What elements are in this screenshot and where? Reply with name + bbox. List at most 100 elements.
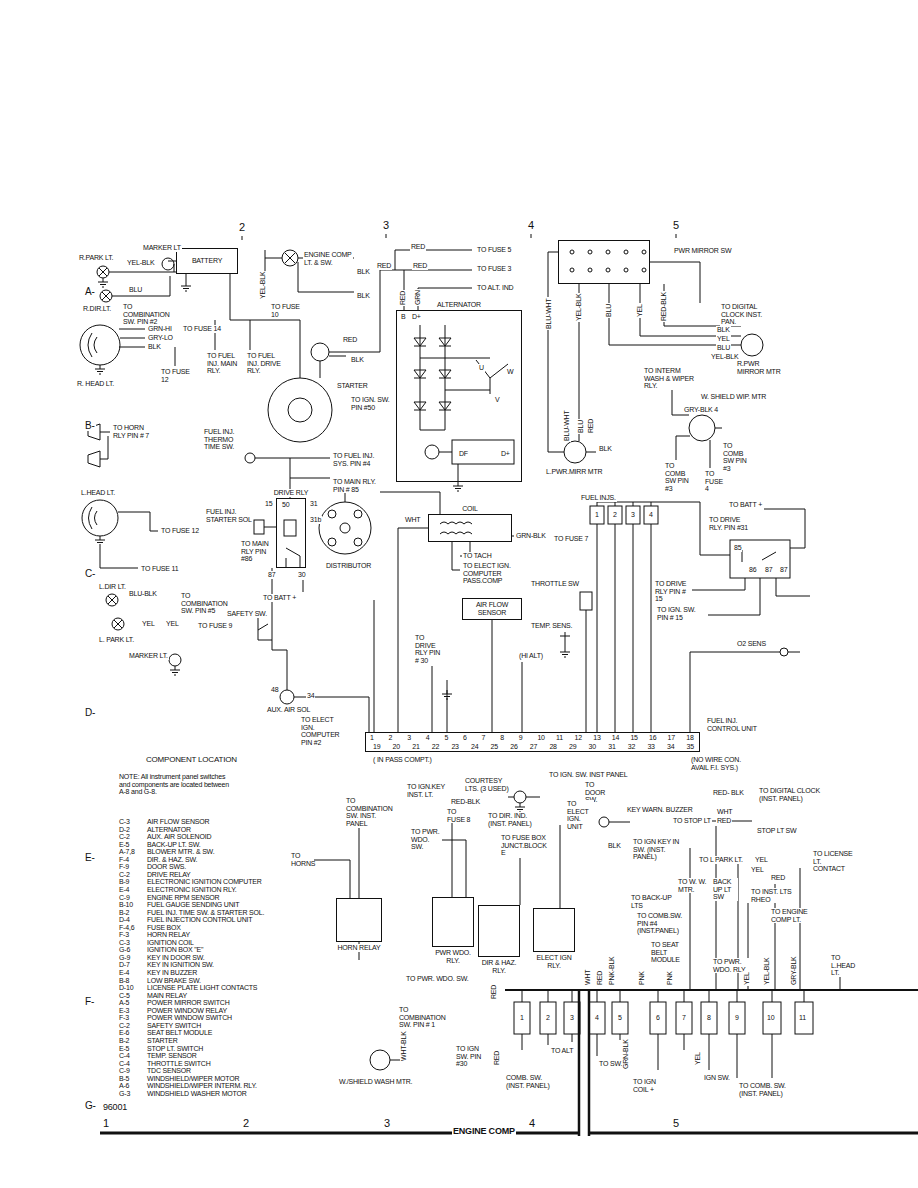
callout-label: B- xyxy=(84,420,96,431)
pin-number: 2 xyxy=(545,1014,551,1022)
wire-color: PNK xyxy=(666,970,674,986)
grounds xyxy=(95,536,105,545)
callout-label: E-4 xyxy=(118,969,130,977)
pin-number: 4 xyxy=(528,1117,536,1129)
pin-number: 27 xyxy=(529,743,538,751)
callout-label: COURTESY LTS. (3 USED) xyxy=(464,777,512,792)
pin-number: 96001 xyxy=(102,1103,128,1113)
callout-label: TO FUSE 7 xyxy=(553,535,589,543)
callout-label: COMB. SW. (INST. PANEL) xyxy=(505,1074,553,1089)
callout-label: L.HEAD LT. xyxy=(80,489,116,497)
wires xyxy=(320,356,346,378)
wires xyxy=(311,343,329,361)
connector-blocks xyxy=(522,990,804,1002)
callout-label: TO DRIVE RLY PIN # 15 xyxy=(654,580,692,603)
callout-label: TO MAIN RLY PIN #86 xyxy=(240,540,272,563)
callout-label: TO IGN.KEY INST. LT. xyxy=(406,783,448,798)
pin-number: 9 xyxy=(734,1014,740,1022)
callout-label: TO FUEL INJ. MAIN RLY. xyxy=(206,352,244,375)
callout-label: WHT xyxy=(716,808,733,816)
wire-color: GRN xyxy=(414,289,422,306)
callout-label: BLK xyxy=(147,343,162,351)
pin-number: 11 xyxy=(555,734,564,742)
callout-label: WINDSHIELD WASHER MOTOR xyxy=(146,1090,248,1098)
callout-label: TO COMBINATION SW. PIN # 1 xyxy=(398,1006,446,1029)
wires xyxy=(319,502,371,554)
pin-number: 19 xyxy=(372,743,381,751)
callout-label: RED xyxy=(770,874,786,882)
wires xyxy=(112,276,170,296)
wires xyxy=(420,325,490,430)
callout-label: FUEL GAUGE SENDING UNIT xyxy=(146,901,240,909)
callout-label: TO SW. xyxy=(598,1060,623,1068)
callout-label: BLU xyxy=(128,286,143,294)
callout-label: TO L.HEAD LT. xyxy=(830,954,858,977)
pin-number: 31 xyxy=(607,743,616,751)
pin-number: 86 xyxy=(748,566,757,574)
lamps xyxy=(80,325,120,365)
callout-label: TO IGN COIL + xyxy=(632,1078,664,1093)
callout-label: GRN-BLK xyxy=(515,532,547,540)
callout-label: TO HORNS xyxy=(290,852,314,867)
pin-number: 48 xyxy=(270,686,279,694)
callout-label: DF xyxy=(458,450,469,458)
pin-number: 50 xyxy=(281,501,290,509)
connector-blocks xyxy=(701,1002,717,1034)
lamps xyxy=(106,594,118,606)
callout-label: MARKER LT. xyxy=(128,652,169,660)
callout-label: E-3 xyxy=(118,1007,130,1015)
callout-label: TO ELECT IGN. COMPUTER PASS.COMP xyxy=(462,562,520,585)
wires xyxy=(328,538,336,546)
callout-label: TO MAIN RLY. PIN # 85 xyxy=(332,478,380,493)
callout-label: THROTTLE SWITCH xyxy=(146,1060,212,1068)
frame-lines xyxy=(589,1132,918,1135)
wires xyxy=(119,329,175,366)
wires xyxy=(100,512,158,568)
wires xyxy=(258,568,303,690)
callout-label: TO L PARK LT. xyxy=(698,856,744,864)
callout-label: TO COMB SW PIN #3 xyxy=(664,462,690,493)
pin-number: 29 xyxy=(568,743,577,751)
wires xyxy=(689,415,715,441)
pin-number: 5 xyxy=(672,219,680,231)
relay-box: HORN RELAY xyxy=(336,898,382,942)
callout-label: TO IGN KEY IN SW. (INST. PANEL) xyxy=(632,838,684,861)
lamps xyxy=(162,258,174,270)
grounds xyxy=(453,482,463,491)
callout-label: KEY IN IGNITION SW. xyxy=(146,961,215,969)
callout-label: IGN SW. xyxy=(703,1074,731,1082)
callout-label: YEL xyxy=(165,620,180,628)
callout-label: STARTER xyxy=(336,382,369,390)
callout-label: KEY IN DOOR SW. xyxy=(146,954,206,962)
callout-label: STOP LT SW xyxy=(756,827,798,835)
callout-label: TO HORN RLY PIN # 7 xyxy=(112,424,156,439)
pin-number: 87 xyxy=(764,566,773,574)
callout-label: BLK xyxy=(350,356,365,364)
pin-number: 3 xyxy=(630,511,636,519)
callout-label: TO STOP LT xyxy=(672,817,712,825)
pin-number: 10 xyxy=(766,1014,775,1022)
pin-number: 34 xyxy=(666,743,675,751)
wires xyxy=(780,648,788,656)
callout-label: FUEL INJ. TIME SW. & STARTER SOL. xyxy=(146,909,265,917)
callout-label: BACK UP LT SW xyxy=(712,878,738,901)
pin-number: 25 xyxy=(490,743,499,751)
callout-label: D- xyxy=(84,707,96,718)
callout-label: TO DRIVE RLY. PIN #31 xyxy=(708,516,750,531)
callout-label: LICENSE PLATE LIGHT CONTACTS xyxy=(146,984,258,992)
callout-label: L.PWR.MIRR MTR xyxy=(545,468,603,476)
callout-label: POWER WINDOW SWITCH xyxy=(146,1014,233,1022)
connector-blocks xyxy=(514,990,813,1078)
wire-color: YEL-BLK xyxy=(575,293,583,322)
node-label: FUEL INJ. CONTROL UNIT xyxy=(706,717,764,732)
pin-number: 17 xyxy=(667,734,676,742)
callout-label: RED xyxy=(412,262,428,270)
wire-color: WHT xyxy=(584,969,592,986)
grounds xyxy=(181,282,191,291)
pin-number: 2 xyxy=(242,1117,250,1129)
callout-label: IGNITION BOX "E" xyxy=(146,946,204,954)
callout-label: TO IGN. SW. PIN # 15 xyxy=(656,606,708,621)
callout-label: WINDSHIELD/WIPER INTERM. RLY. xyxy=(146,1082,258,1090)
callout-label: (HI ALT) xyxy=(518,652,544,660)
wires xyxy=(741,334,763,356)
